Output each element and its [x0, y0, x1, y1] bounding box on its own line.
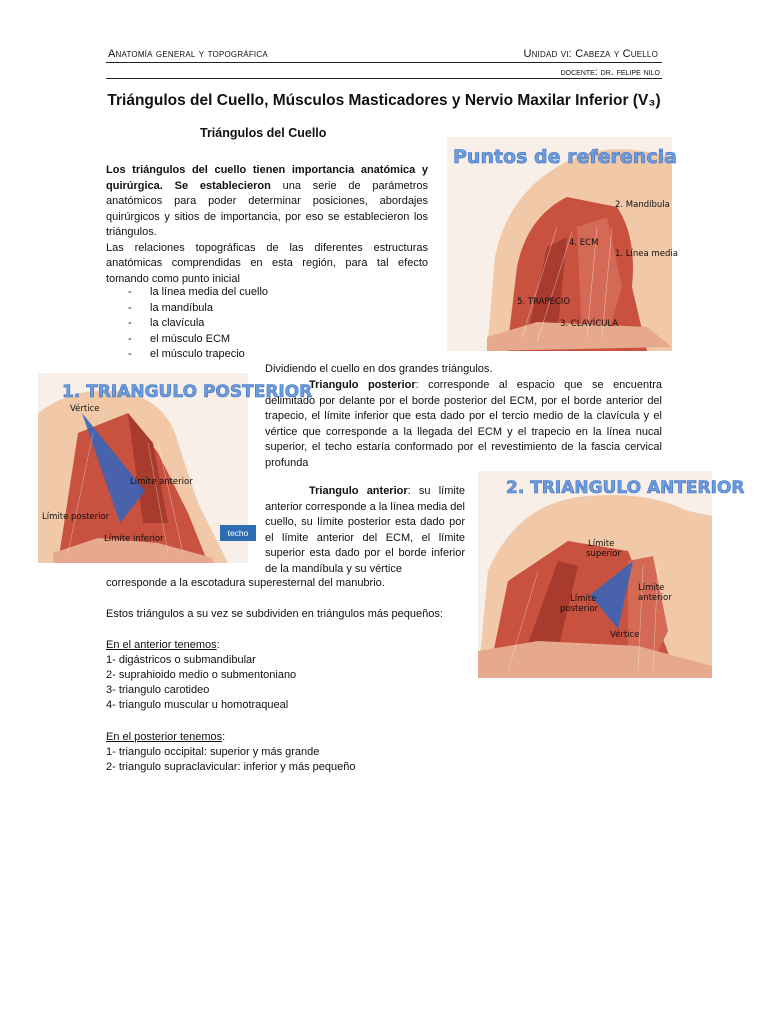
figure-label: Vértice — [610, 629, 639, 640]
intro-bold: Los triángulos del cuello tienen importa… — [106, 164, 428, 192]
list-item: la clavícula — [128, 316, 268, 332]
figure-label: superior — [586, 549, 621, 559]
unit-name: Unidad vi: Cabeza y Cuello — [523, 48, 658, 60]
figure-label: Vértice — [70, 403, 99, 414]
dividiendo-text: Dividiendo el cuello en dos grandes triá… — [265, 363, 493, 375]
posterior-list: En el posterior tenemos: 1- triangulo oc… — [106, 731, 356, 773]
figure-label: Límite anterior — [130, 477, 193, 487]
anterior-tail: corresponde a la escotadura superesterna… — [106, 577, 385, 589]
list-item: 3- triangulo carotideo — [106, 684, 210, 696]
anterior-triangle-figure: 2. TRIANGULO ANTERIOR Límite superior Lí… — [478, 471, 745, 678]
header-rule — [106, 62, 662, 63]
anterior-text: : su límite anterior corresponde a la lí… — [265, 485, 465, 575]
figure-label: 5. TRAPECIO — [517, 297, 570, 307]
figure-label: 1. Línea media — [615, 249, 678, 259]
section-title: Triángulos del Cuello — [200, 126, 327, 140]
figure3-title: 2. TRIANGULO ANTERIOR — [506, 478, 745, 498]
anterior-list-heading: En el anterior tenemos — [106, 639, 217, 651]
anterior-list: En el anterior tenemos: 1- digástricos o… — [106, 639, 297, 711]
anterior-label: Triangulo anterior — [309, 485, 408, 497]
reference-points-figure: Puntos de referencia 2. Mandíbula 4. ECM… — [447, 137, 678, 351]
figure-label: 2. Mandíbula — [615, 200, 670, 210]
subdivide-text: Estos triángulos a su vez se subdividen … — [106, 608, 443, 620]
figure-label: 4. ECM — [569, 238, 598, 248]
list-item: el músculo trapecio — [128, 347, 268, 363]
list-item: 2- suprahioido medio o submentoniano — [106, 669, 297, 681]
course-name: Anatomía general y topográfica — [108, 48, 268, 60]
reference-list: la línea media del cuello la mandíbula l… — [128, 285, 268, 363]
docente-label: docente: dr. felipe nilo — [560, 66, 660, 78]
figure-label: Límite posterior — [42, 512, 110, 522]
figure-label: anterior — [638, 593, 672, 603]
list-item: 1- triangulo occipital: superior y más g… — [106, 746, 320, 758]
figure-label: Límite — [588, 539, 614, 549]
list-item: la línea media del cuello — [128, 285, 268, 301]
figure-label: Límite inferior — [104, 534, 164, 544]
anterior-paragraph: Triangulo anterior: su límite anterior c… — [265, 484, 465, 577]
intro-p2: Las relaciones topográficas de las difer… — [106, 241, 428, 285]
list-item: 4- triangulo muscular u homotraqueal — [106, 699, 289, 711]
posterior-label: Triangulo posterior — [309, 379, 416, 391]
figure-label: Límite — [638, 583, 664, 593]
posterior-paragraph: Triangulo posterior: corresponde al espa… — [265, 378, 662, 471]
list-item: 2- triangulo supraclavicular: inferior y… — [106, 761, 356, 773]
techo-label: techo — [220, 525, 256, 541]
anterior-triangle-shape — [590, 561, 633, 629]
posterior-triangle-shape — [82, 413, 145, 523]
list-item: 1- digástricos o submandibular — [106, 654, 256, 666]
posterior-list-heading: En el posterior tenemos — [106, 731, 223, 743]
figure-label: 3. CLAVÍCULA — [560, 317, 618, 329]
list-item: la mandíbula — [128, 301, 268, 317]
intro-rest: una serie de parámetros anatómicos para … — [106, 179, 428, 239]
figure1-title: Puntos de referencia — [453, 146, 677, 168]
posterior-triangle-figure: 1. TRIANGULO POSTERIOR Vértice Límite an… — [38, 373, 313, 563]
list-item: el músculo ECM — [128, 332, 268, 348]
figure-label: Límite — [570, 594, 596, 604]
intro-paragraph: Los triángulos del cuello tienen importa… — [106, 163, 428, 287]
docente-rule — [106, 78, 662, 79]
posterior-text: : corresponde al espacio que se encuentr… — [265, 379, 662, 469]
document-title: Triángulos del Cuello, Músculos Masticad… — [107, 92, 661, 109]
figure-label: posterior — [560, 604, 599, 614]
figure2-title: 1. TRIANGULO POSTERIOR — [62, 382, 312, 402]
